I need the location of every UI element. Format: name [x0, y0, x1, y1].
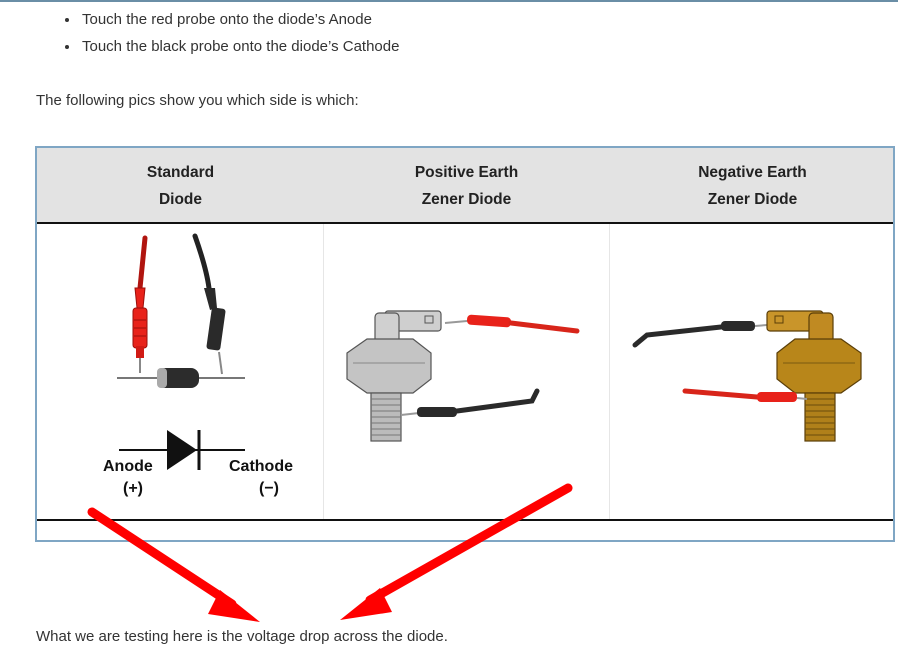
outro-paragraph: What we are testing here is the voltage …	[36, 628, 448, 645]
cathode-sign: (−)	[259, 480, 279, 497]
anode-label: Anode	[103, 458, 153, 475]
header-line: Zener Diode	[421, 191, 512, 208]
header-line: Diode	[158, 191, 203, 208]
intro-paragraph: The following pics show you which side i…	[36, 92, 359, 109]
list-item: Touch the red probe onto the diode’s Ano…	[80, 6, 399, 33]
header-positive-earth-zener: Positive Earth Zener Diode	[323, 159, 610, 213]
header-standard-diode: Standard Diode	[37, 159, 324, 213]
top-divider	[0, 0, 898, 2]
header-negative-earth-zener: Negative Earth Zener Diode	[609, 159, 896, 213]
header-line: Negative Earth	[698, 164, 807, 181]
list-item: Touch the black probe onto the diode’s C…	[80, 33, 399, 60]
cathode-label: Cathode	[229, 458, 293, 475]
positive-earth-zener-image	[346, 310, 580, 442]
instruction-list: Touch the red probe onto the diode’s Ano…	[62, 6, 399, 60]
column-divider	[609, 224, 610, 520]
anode-sign: (+)	[123, 480, 143, 497]
header-line: Positive Earth	[414, 164, 519, 181]
negative-earth-zener-image	[632, 310, 862, 442]
diode-table: Standard Diode Positive Earth Zener Diod…	[35, 146, 895, 542]
header-line: Zener Diode	[707, 191, 798, 208]
table-header-row: Standard Diode Positive Earth Zener Diod…	[37, 148, 893, 224]
header-line: Standard	[146, 164, 215, 181]
column-divider	[323, 224, 324, 520]
table-bottom-rule	[37, 519, 893, 521]
standard-diode-image: Anode (+) Cathode (−)	[103, 233, 293, 497]
